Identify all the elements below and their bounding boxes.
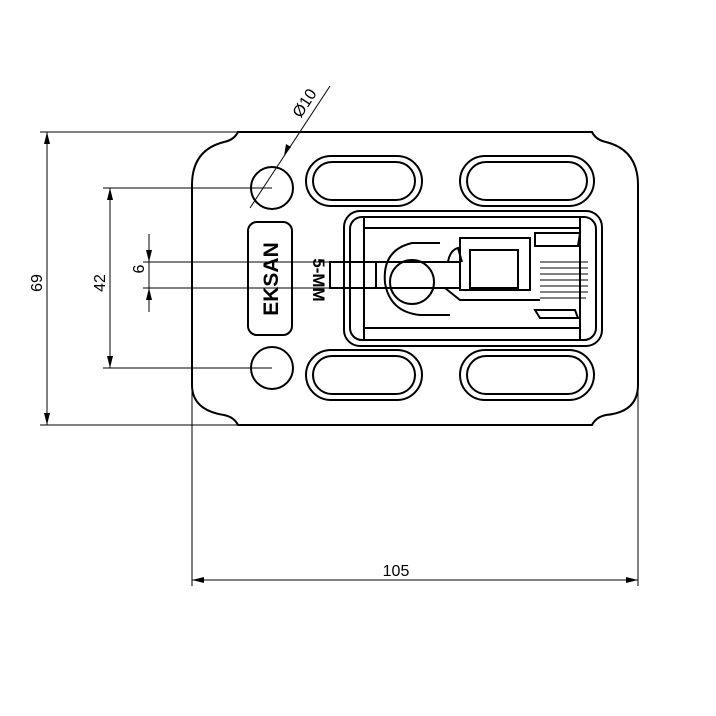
slot xyxy=(466,355,588,395)
dimension-hole-spacing: 42 xyxy=(92,187,272,369)
slot xyxy=(305,155,423,207)
dimension-overall-height: 69 xyxy=(29,131,238,426)
clamp-mechanism xyxy=(329,210,603,347)
slot xyxy=(466,161,588,201)
svg-text:105: 105 xyxy=(383,563,410,580)
slot xyxy=(305,349,423,401)
brand-label-box xyxy=(247,221,293,336)
slots xyxy=(305,155,595,401)
svg-text:Ø10: Ø10 xyxy=(290,86,321,121)
brand-label: EKSAN xyxy=(260,242,283,316)
slot xyxy=(312,161,416,201)
dimension-hole-diameter: Ø10 xyxy=(249,85,331,209)
dimension-overall-width: 105 xyxy=(191,385,639,586)
svg-text:69: 69 xyxy=(29,274,46,292)
slot xyxy=(459,155,595,207)
size-label: 5-MM xyxy=(309,258,328,301)
svg-text:6: 6 xyxy=(131,264,148,273)
svg-text:42: 42 xyxy=(92,274,109,292)
dimension-bar-width: 6 xyxy=(131,234,330,312)
slot xyxy=(459,349,595,401)
clamp-bar xyxy=(329,261,461,289)
slot xyxy=(312,355,416,395)
plate-outline xyxy=(191,131,639,426)
